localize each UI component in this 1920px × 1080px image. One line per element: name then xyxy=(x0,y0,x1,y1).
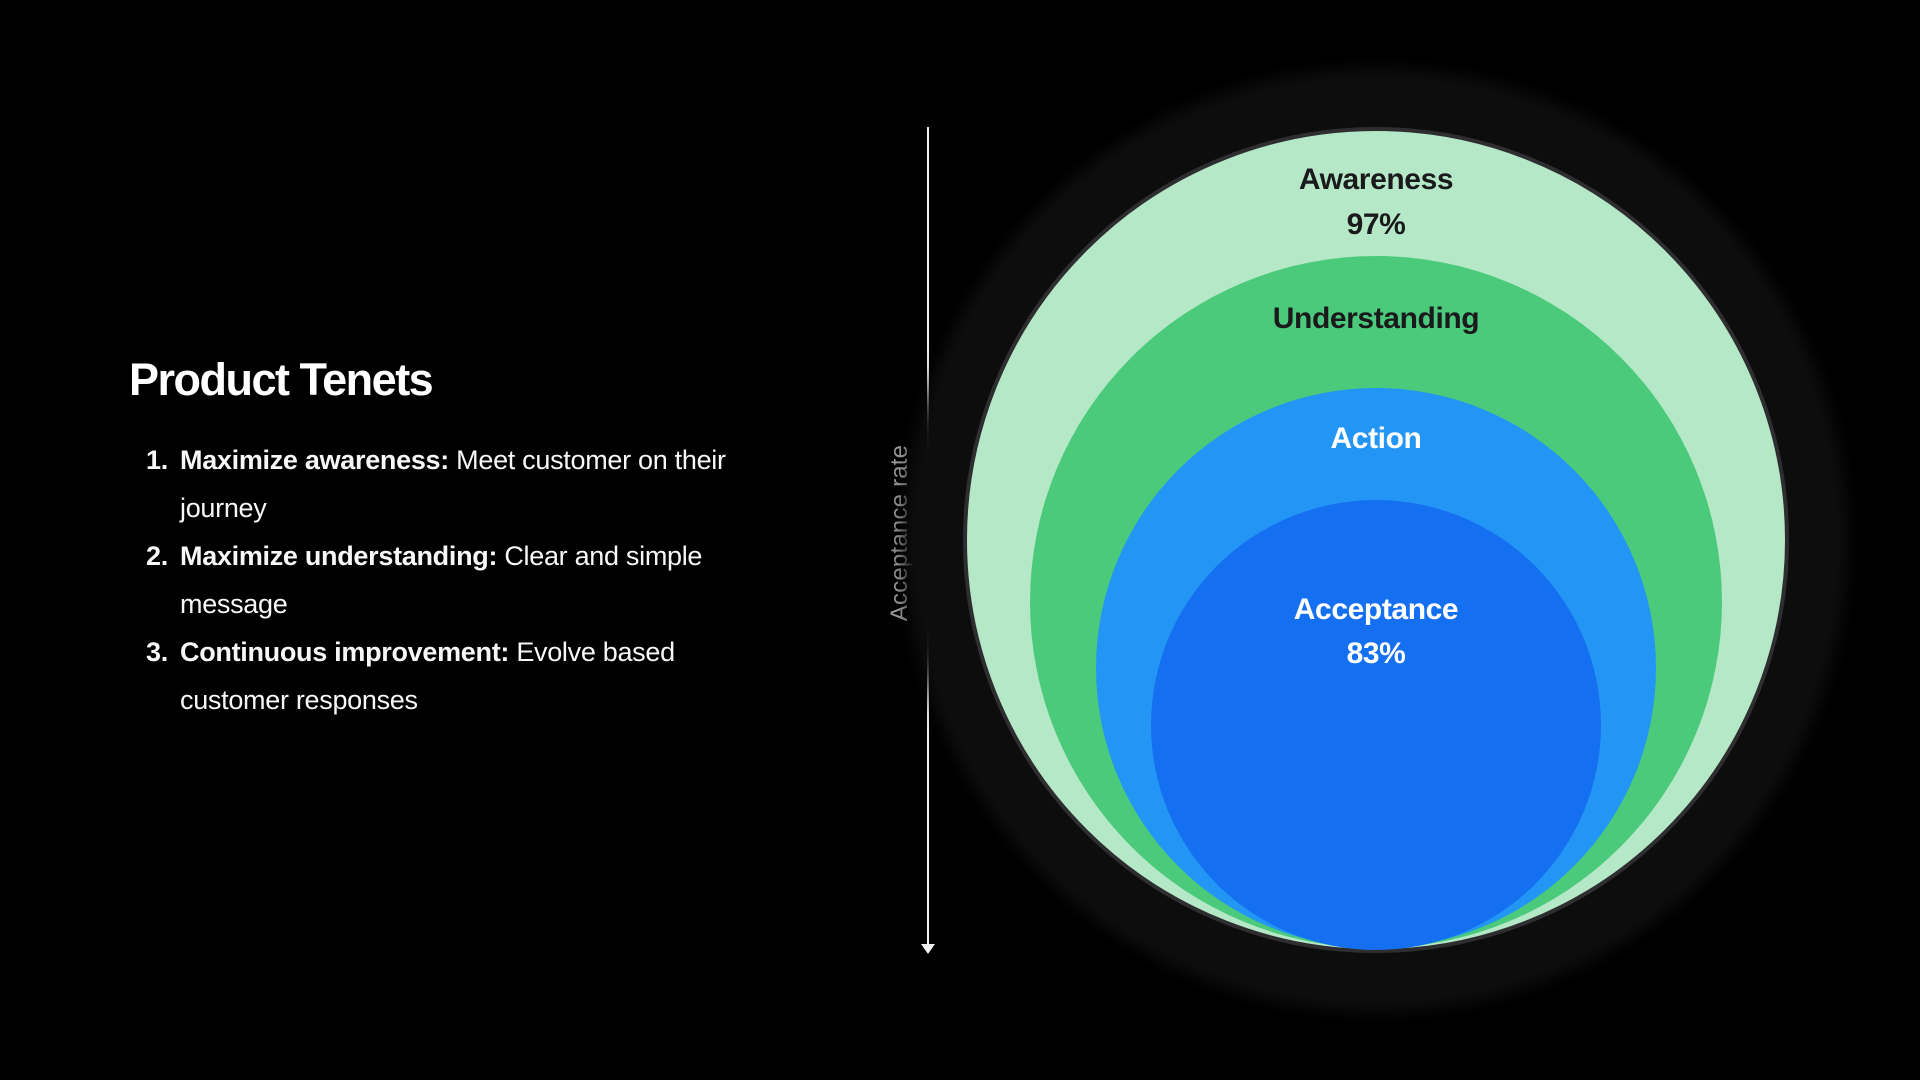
tenet-number: 2. xyxy=(146,541,168,571)
tenets-list: 1. Maximize awareness: Meet customer on … xyxy=(146,436,769,724)
tenet-item: 3. Continuous improvement: Evolve based … xyxy=(146,628,769,724)
tenet-item: 2. Maximize understanding: Clear and sim… xyxy=(146,532,769,628)
tenet-rest: Meet customer on their journey xyxy=(180,445,726,523)
tenet-text: Continuous improvement: Evolve based cus… xyxy=(180,628,746,724)
page-title: Product Tenets xyxy=(129,354,434,405)
tenet-rest: Clear and simple message xyxy=(180,541,703,619)
axis-arrow-down-icon xyxy=(921,944,935,954)
tenet-number: 1. xyxy=(146,445,168,475)
tenet-number: 3. xyxy=(146,637,168,667)
stage-label-awareness: Awareness xyxy=(1298,163,1454,196)
stage-label-action: Action xyxy=(1330,422,1422,455)
tenet-rest: Evolve based customer responses xyxy=(180,637,675,715)
tenet-text: Maximize understanding: Clear and simple… xyxy=(180,532,746,628)
tenets-panel: Product Tenets 1. Maximize awareness: Me… xyxy=(129,356,769,724)
tenet-lead: Continuous improvement: xyxy=(180,637,510,667)
tenet-text: Maximize awareness: Meet customer on the… xyxy=(180,436,746,532)
tenet-lead: Maximize understanding: xyxy=(180,541,498,571)
circle-acceptance xyxy=(1151,500,1601,950)
stage-label-acceptance: Acceptance xyxy=(1293,593,1459,626)
stage-value-acceptance: 83% xyxy=(1346,637,1406,670)
stage-label-understanding: Understanding xyxy=(1272,302,1480,335)
stage-value-awareness: 97% xyxy=(1346,208,1406,241)
tenet-item: 1. Maximize awareness: Meet customer on … xyxy=(146,436,769,532)
tenet-lead: Maximize awareness: xyxy=(180,445,449,475)
